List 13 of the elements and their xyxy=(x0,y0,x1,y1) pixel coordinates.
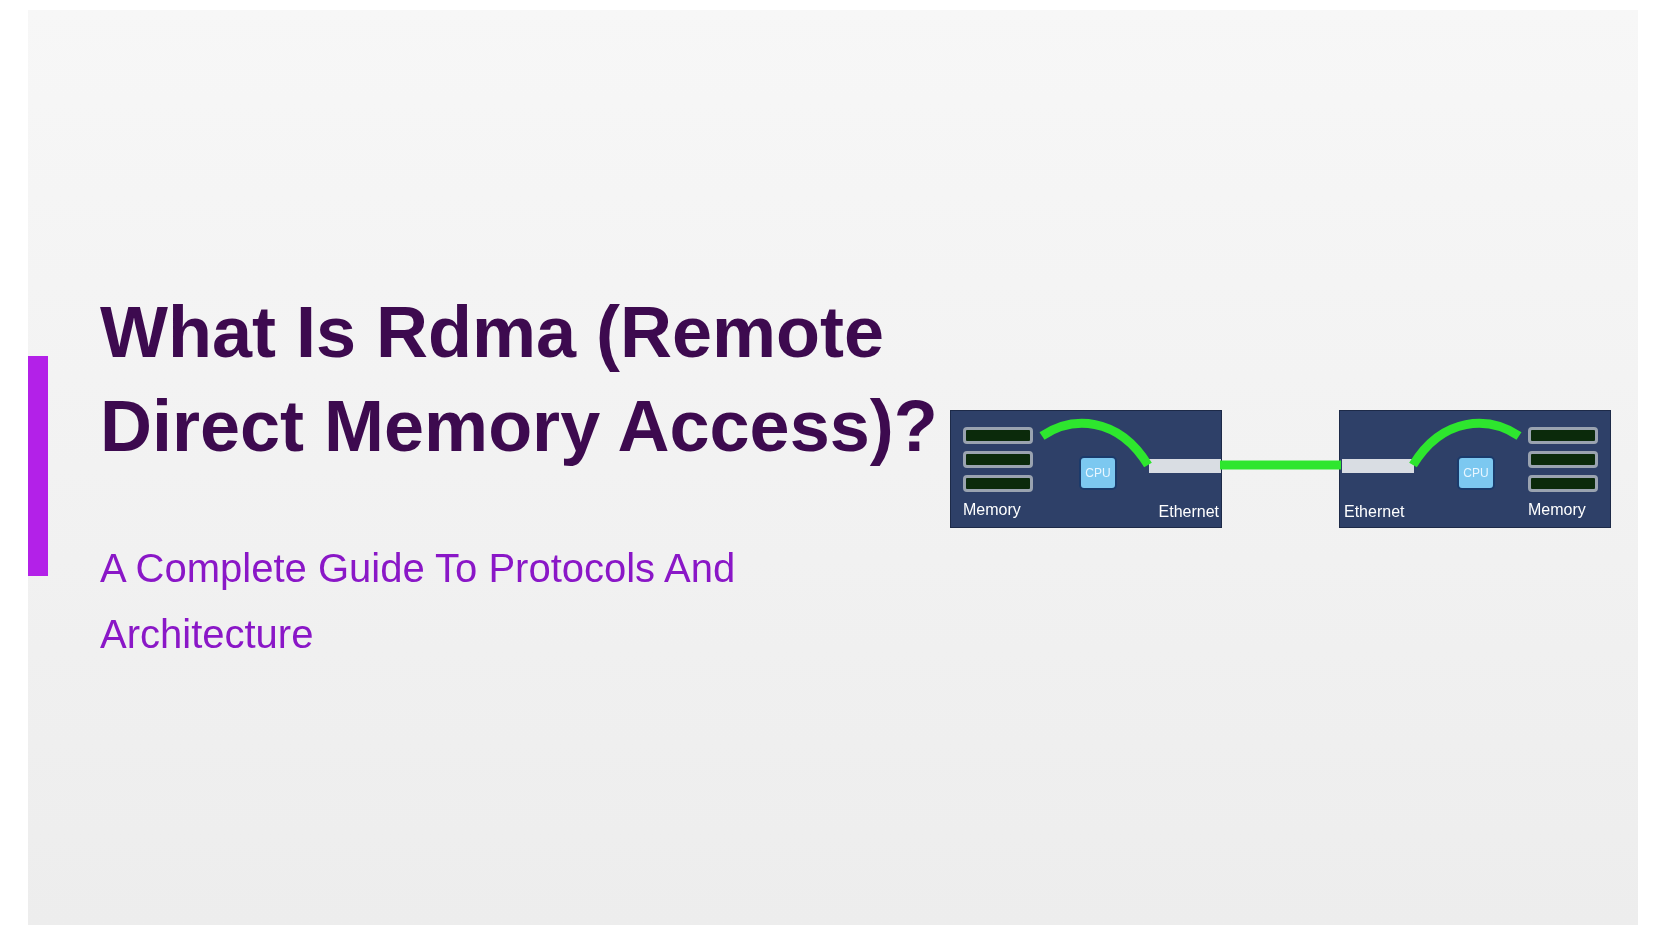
data-stream xyxy=(1039,419,1152,468)
server-chassis xyxy=(950,410,1222,528)
memory-label: Memory xyxy=(1528,501,1586,519)
ethernet-label: Ethernet xyxy=(1344,503,1405,521)
cpu-chip: CPU xyxy=(1457,456,1495,490)
title: What Is Rdma (Remote Direct Memory Access)? xyxy=(100,291,939,468)
data-stream xyxy=(1409,419,1522,468)
subtitle: A Complete Guide To Protocols And Architecture xyxy=(100,545,737,658)
ethernet-label: Ethernet xyxy=(1158,503,1219,521)
memory-label: Memory xyxy=(963,501,1021,519)
server-chassis xyxy=(1339,410,1611,528)
data-stream xyxy=(1220,460,1341,470)
cpu-chip: CPU xyxy=(1079,456,1117,490)
